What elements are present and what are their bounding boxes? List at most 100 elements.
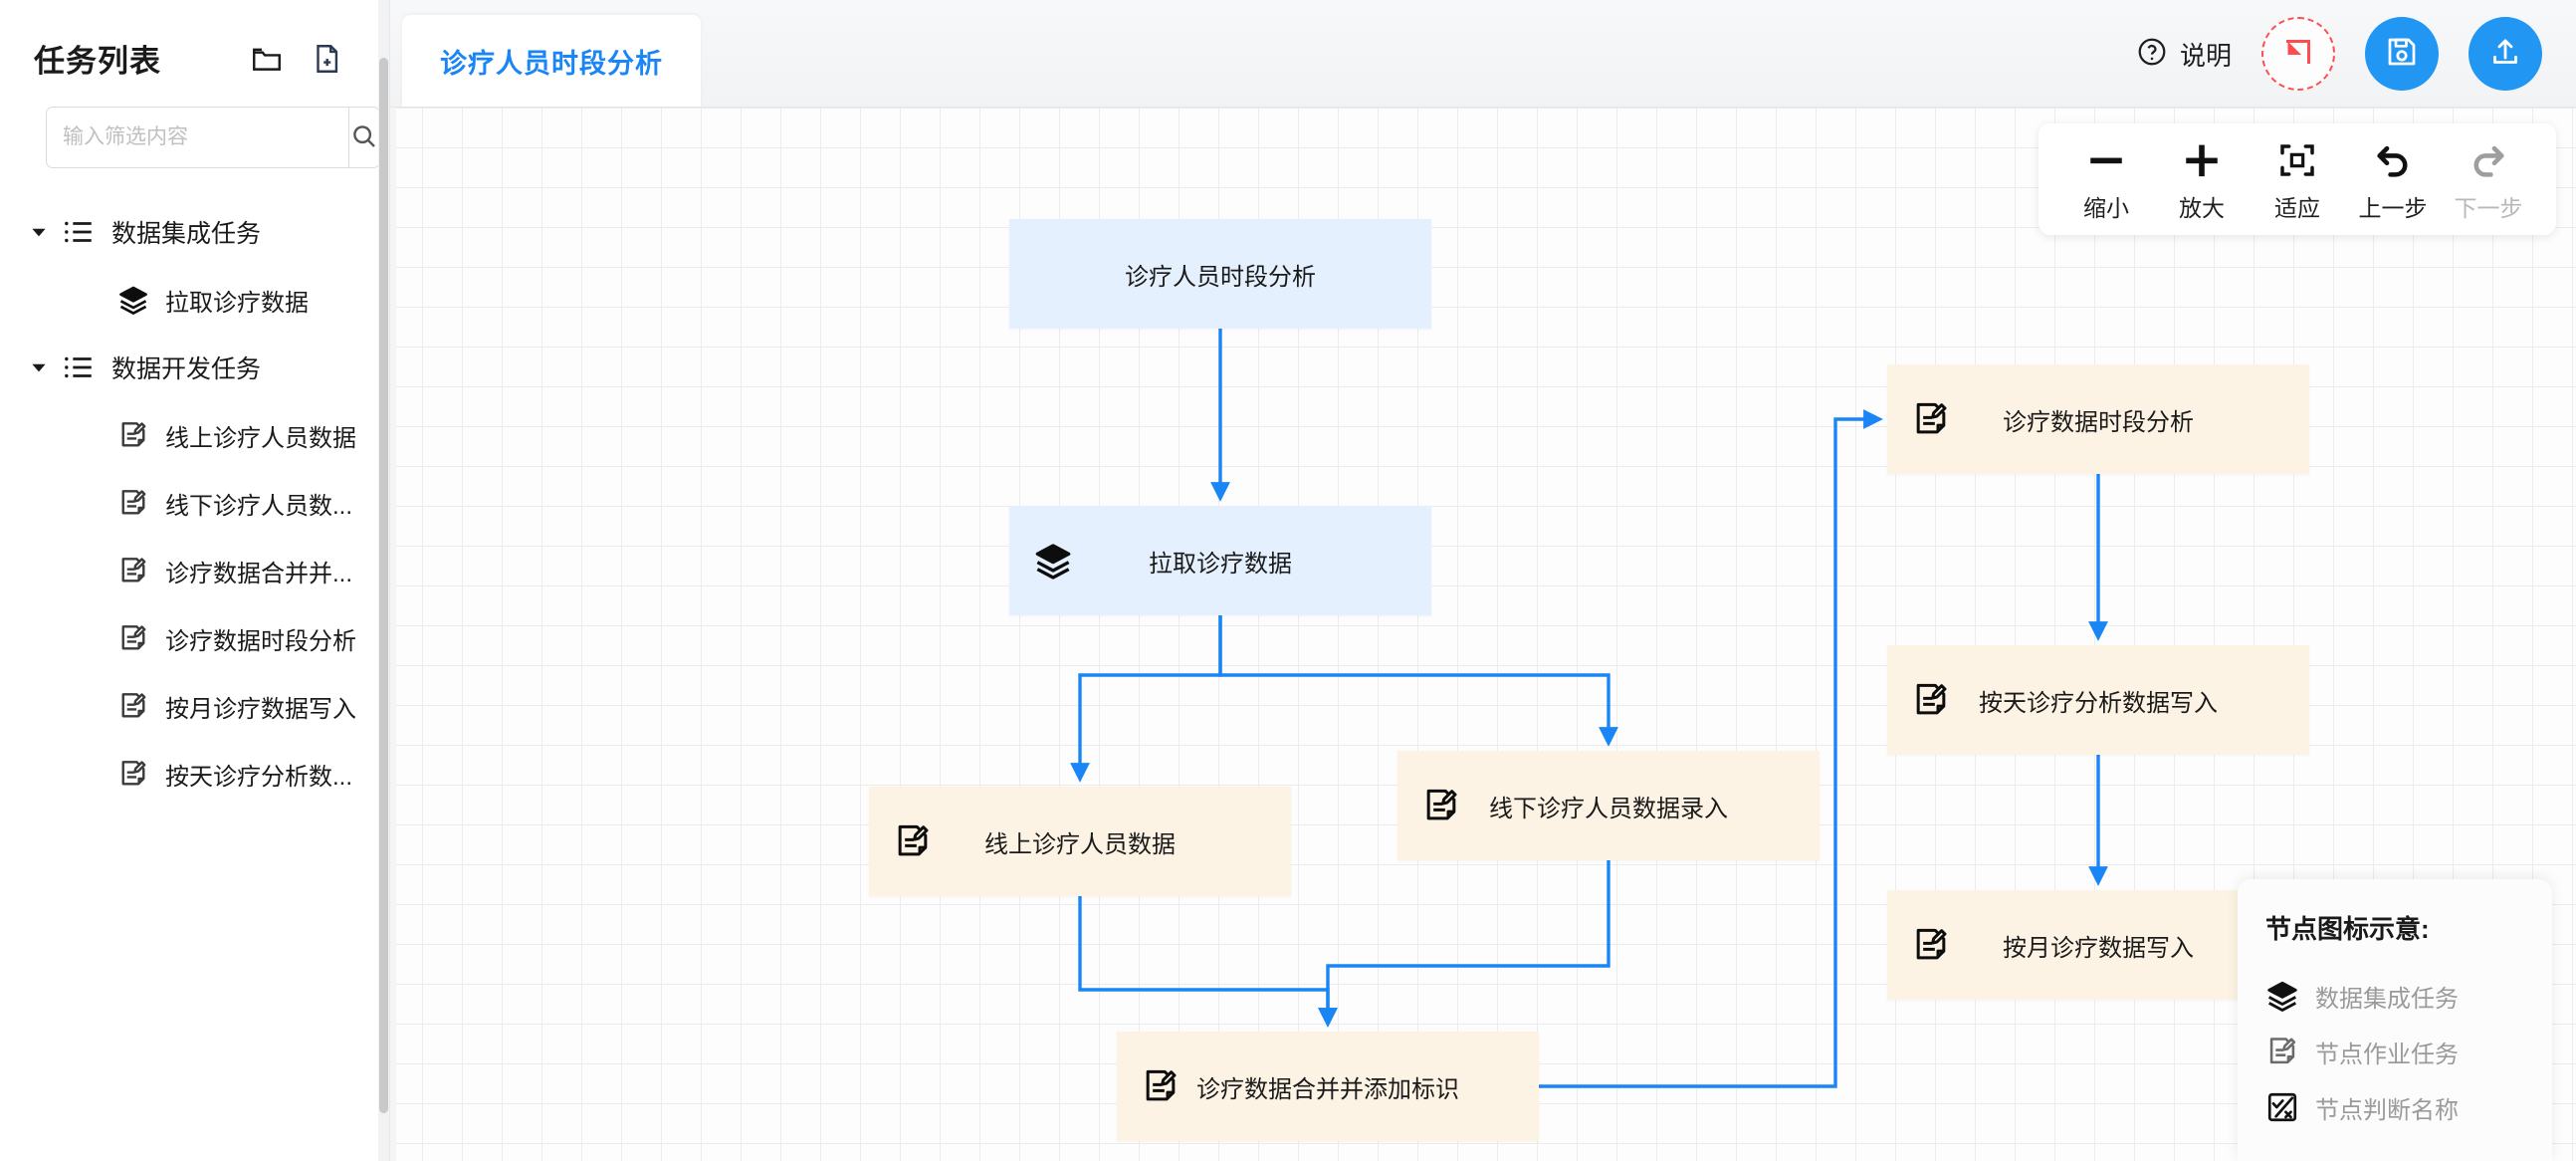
- legend-label: 数据集成任务: [2315, 985, 2459, 1013]
- sidebar-item-label: 诊疗数据合并并...: [165, 560, 353, 587]
- legend-label: 节点作业任务: [2315, 1041, 2459, 1068]
- file-add-icon[interactable]: [310, 42, 343, 76]
- sidebar-item-offline-staff-data[interactable]: 线下诊疗人员数...: [0, 469, 389, 537]
- undo-button[interactable]: 上一步: [2349, 137, 2437, 223]
- edit-doc-icon: [1421, 786, 1461, 825]
- sidebar-item-label: 拉取诊疗数据: [165, 289, 309, 317]
- fit-screen-icon: [2277, 137, 2317, 183]
- flow-canvas[interactable]: 诊疗人员时段分析 拉取诊疗数据: [390, 108, 2576, 1161]
- tab-label: 诊疗人员时段分析: [440, 48, 663, 79]
- sidebar-item-label: 诊疗数据时段分析: [165, 627, 356, 655]
- legend-row-node-job: 节点作业任务: [2265, 1024, 2524, 1079]
- flow-node-online-staff-data[interactable]: 线上诊疗人员数据: [869, 787, 1291, 896]
- question-circle-icon: [2136, 36, 2168, 73]
- search-input[interactable]: [46, 107, 348, 168]
- sidebar-item-label: 线下诊疗人员数...: [165, 492, 353, 520]
- edit-doc-icon: [117, 758, 149, 790]
- legend-panel: 节点图标示意: 数据集成任务: [2238, 879, 2552, 1161]
- save-icon: [2384, 34, 2420, 75]
- edit-doc-icon: [1141, 1066, 1181, 1106]
- sidebar-header-actions: [250, 42, 343, 76]
- topbar: 诊疗人员时段分析 说明: [390, 0, 2576, 108]
- canvas-left-edge: [390, 108, 396, 1161]
- chevron-down-icon[interactable]: [26, 354, 52, 380]
- fit-screen-label: 适应: [2274, 195, 2320, 221]
- layers-icon: [1033, 541, 1073, 580]
- sidebar-item-label: 按月诊疗数据写入: [165, 695, 356, 723]
- plus-icon: [2181, 137, 2223, 183]
- select-area-icon: [2280, 34, 2316, 75]
- search-icon: [349, 121, 379, 154]
- upload-button[interactable]: [2469, 17, 2542, 91]
- tree-group-data-development[interactable]: 数据开发任务: [0, 334, 389, 401]
- layers-icon: [117, 284, 149, 316]
- zoom-out-label: 缩小: [2083, 195, 2129, 221]
- page-title: 任务列表: [34, 44, 161, 79]
- sidebar-item-period-analysis[interactable]: 诊疗数据时段分析: [0, 604, 389, 672]
- task-tree: 数据集成任务 拉取诊疗数据: [0, 198, 389, 808]
- minus-icon: [2085, 137, 2127, 183]
- sidebar-item-merge-medical-data[interactable]: 诊疗数据合并并...: [0, 537, 389, 604]
- zoom-toolbar: 缩小 放大: [2039, 123, 2556, 235]
- tab-period-analysis[interactable]: 诊疗人员时段分析: [402, 15, 701, 107]
- legend-label: 节点判断名称: [2315, 1096, 2459, 1124]
- flow-node-label: 诊疗人员时段分析: [1125, 263, 1316, 291]
- search-row: [46, 107, 380, 168]
- sidebar-scrollbar[interactable]: [378, 0, 389, 1161]
- tree-group-data-integration[interactable]: 数据集成任务: [0, 198, 389, 266]
- main-area: 诊疗人员时段分析 说明: [390, 0, 2576, 1161]
- sidebar-item-daily-write[interactable]: 按天诊疗分析数...: [0, 740, 389, 808]
- help-button[interactable]: 说明: [2136, 36, 2232, 73]
- edit-doc-icon: [117, 487, 149, 519]
- redo-icon: [2468, 137, 2509, 183]
- sidebar-item-monthly-write[interactable]: 按月诊疗数据写入: [0, 672, 389, 740]
- fit-screen-button[interactable]: 适应: [2254, 137, 2341, 223]
- edit-doc-icon: [117, 622, 149, 654]
- legend-title: 节点图标示意:: [2265, 914, 2430, 944]
- zoom-in-button[interactable]: 放大: [2158, 137, 2246, 223]
- undo-icon: [2372, 137, 2414, 183]
- legend-row-node-condition: 节点判断名称: [2265, 1079, 2524, 1135]
- flow-node-data-period-analysis[interactable]: 诊疗数据时段分析: [1887, 364, 2309, 474]
- flow-node-pull-data[interactable]: 拉取诊疗数据: [1009, 506, 1431, 615]
- edit-doc-icon: [117, 690, 149, 722]
- list-icon: [62, 350, 96, 384]
- save-button[interactable]: [2365, 17, 2439, 91]
- topbar-actions: 说明: [2136, 0, 2542, 108]
- list-icon: [62, 215, 96, 249]
- upload-icon: [2487, 34, 2523, 75]
- chevron-down-icon[interactable]: [26, 219, 52, 245]
- zoom-in-label: 放大: [2179, 195, 2225, 221]
- sidebar-scrollbar-thumb[interactable]: [379, 58, 388, 1113]
- edit-doc-icon: [2265, 1035, 2299, 1068]
- select-area-button[interactable]: [2261, 17, 2335, 91]
- edit-doc-icon: [1911, 925, 1951, 965]
- help-label: 说明: [2179, 40, 2232, 71]
- edit-doc-icon: [117, 419, 149, 451]
- flow-node-merge-data[interactable]: 诊疗数据合并并添加标识: [1117, 1032, 1539, 1141]
- edit-doc-icon: [893, 821, 933, 861]
- edit-doc-icon: [117, 555, 149, 586]
- check-cross-icon: [2265, 1090, 2299, 1124]
- search-button[interactable]: [348, 107, 380, 168]
- tree-group-label: 数据集成任务: [111, 220, 262, 248]
- zoom-out-button[interactable]: 缩小: [2062, 137, 2150, 223]
- tree-group-label: 数据开发任务: [111, 355, 262, 383]
- sidebar-item-online-staff-data[interactable]: 线上诊疗人员数据: [0, 401, 389, 469]
- redo-label: 下一步: [2454, 195, 2523, 221]
- task-list-sidebar: 任务列表: [0, 0, 390, 1161]
- edit-doc-icon: [1911, 680, 1951, 720]
- redo-button[interactable]: 下一步: [2445, 137, 2532, 223]
- undo-label: 上一步: [2358, 195, 2428, 221]
- flow-node-offline-staff-entry[interactable]: 线下诊疗人员数据录入: [1397, 751, 1820, 860]
- legend-row-data-integration: 数据集成任务: [2265, 968, 2524, 1024]
- folder-open-icon[interactable]: [250, 42, 284, 76]
- flow-node-period-analysis[interactable]: 诊疗人员时段分析: [1009, 219, 1431, 329]
- sidebar-header: 任务列表: [0, 0, 389, 81]
- sidebar-item-label: 线上诊疗人员数据: [165, 424, 356, 452]
- flow-node-daily-write[interactable]: 按天诊疗分析数据写入: [1887, 645, 2309, 755]
- edit-doc-icon: [1911, 399, 1951, 439]
- layers-icon: [2265, 979, 2299, 1013]
- sidebar-item-pull-medical-data[interactable]: 拉取诊疗数据: [0, 266, 389, 334]
